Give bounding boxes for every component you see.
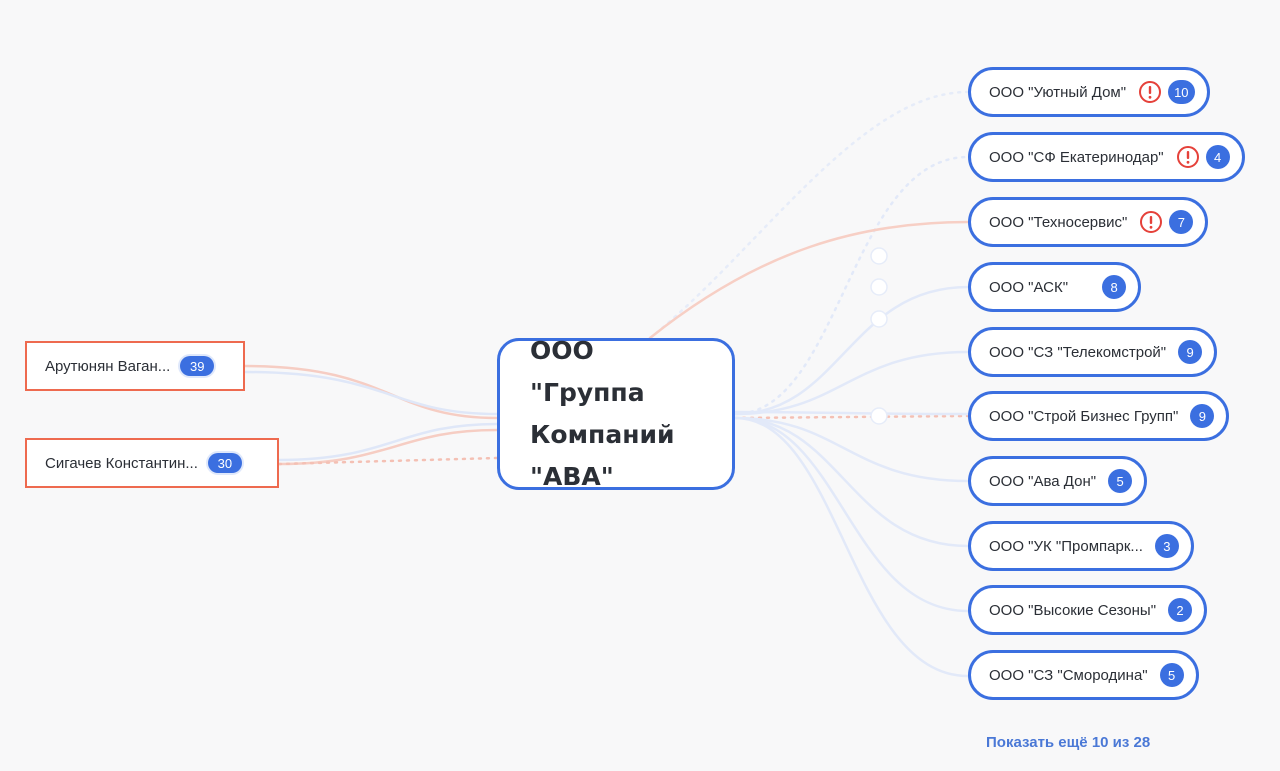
exclamation-circle-icon bbox=[1176, 145, 1200, 169]
company-node-8[interactable]: ООО "УК "Промпарк... 3 bbox=[968, 521, 1194, 571]
link-company-6-alt bbox=[733, 410, 970, 416]
link-company-9 bbox=[733, 416, 970, 613]
company-node-9[interactable]: ООО "Высокие Сезоны" 2 bbox=[968, 585, 1208, 635]
company-node-5[interactable]: ООО "СЗ "Телекомстрой" 9 bbox=[968, 327, 1218, 377]
link-company-6 bbox=[733, 414, 970, 420]
connection-count-badge: 7 bbox=[1169, 210, 1194, 234]
connection-count-badge: 8 bbox=[1102, 275, 1127, 299]
connection-count-badge: 5 bbox=[1108, 469, 1133, 493]
company-name: ООО "Высокие Сезоны" bbox=[989, 601, 1157, 619]
link-person-2 bbox=[277, 428, 499, 466]
connection-count-badge: 4 bbox=[1205, 145, 1230, 169]
company-node-4[interactable]: ООО "АСК" 8 bbox=[968, 262, 1142, 312]
company-name: ООО "АСК" bbox=[989, 278, 1069, 296]
link-company-8 bbox=[733, 416, 970, 548]
company-name: ООО "Уютный Дом" bbox=[989, 83, 1127, 101]
exclamation-circle-icon bbox=[1138, 80, 1162, 104]
company-node-3[interactable]: ООО "Техносервис" 7 bbox=[968, 197, 1209, 247]
company-name: ООО "Строй Бизнес Групп" bbox=[989, 407, 1179, 425]
company-name: ООО "СЗ "Смородина" bbox=[989, 666, 1148, 684]
link-company-7 bbox=[733, 416, 970, 483]
person-name: Сигачев Константин... bbox=[45, 454, 198, 472]
company-name: ООО "Техносервис" bbox=[989, 213, 1128, 231]
person-node-2[interactable]: Сигачев Константин... 30 bbox=[25, 438, 279, 488]
connection-count-badge: 9 bbox=[1178, 340, 1203, 364]
link-marker-4 bbox=[870, 407, 888, 425]
center-company-title: ООО "Группа Компаний "АВА" bbox=[530, 336, 675, 491]
link-company-10 bbox=[733, 416, 970, 678]
company-name: ООО "УК "Промпарк... bbox=[989, 537, 1143, 555]
person-node-1[interactable]: Арутюнян Ваган... 39 bbox=[25, 341, 245, 391]
center-company-node[interactable]: ООО "Группа Компаний "АВА" bbox=[497, 336, 735, 491]
link-company-3 bbox=[648, 220, 970, 340]
company-name: ООО "СФ Екатеринодар" bbox=[989, 148, 1164, 166]
connection-count-badge: 9 bbox=[1190, 404, 1215, 428]
company-node-6[interactable]: ООО "Строй Бизнес Групп" 9 bbox=[968, 391, 1230, 441]
link-company-4 bbox=[733, 285, 970, 416]
connection-count-badge: 3 bbox=[1154, 534, 1179, 558]
company-node-7[interactable]: ООО "Ава Дон" 5 bbox=[968, 456, 1148, 506]
connection-count-badge: 39 bbox=[180, 356, 215, 376]
company-name: ООО "Ава Дон" bbox=[989, 472, 1097, 490]
connection-count-badge: 2 bbox=[1168, 598, 1193, 622]
show-more-link[interactable]: Показать ещё 10 из 28 bbox=[986, 734, 1151, 751]
link-company-1 bbox=[648, 90, 970, 340]
connection-count-badge: 5 bbox=[1159, 663, 1184, 687]
link-person-1-alt bbox=[243, 370, 499, 416]
company-node-10[interactable]: ООО "СЗ "Смородина" 5 bbox=[968, 650, 1199, 700]
exclamation-circle-icon bbox=[1139, 210, 1163, 234]
link-company-2 bbox=[733, 155, 970, 416]
person-name: Арутюнян Ваган... bbox=[45, 357, 171, 375]
company-node-1[interactable]: ООО "Уютный Дом" 10 bbox=[968, 67, 1210, 117]
link-marker-1 bbox=[870, 247, 888, 265]
link-marker-3 bbox=[870, 310, 888, 328]
company-name: ООО "СЗ "Телекомстрой" bbox=[989, 343, 1167, 361]
link-marker-2 bbox=[870, 278, 888, 296]
company-node-2[interactable]: ООО "СФ Екатеринодар" 4 bbox=[968, 132, 1245, 182]
link-person-2-alt bbox=[277, 422, 499, 462]
connection-count-badge: 10 bbox=[1168, 80, 1195, 104]
link-company-5 bbox=[733, 350, 970, 416]
connection-count-badge: 30 bbox=[207, 453, 242, 473]
